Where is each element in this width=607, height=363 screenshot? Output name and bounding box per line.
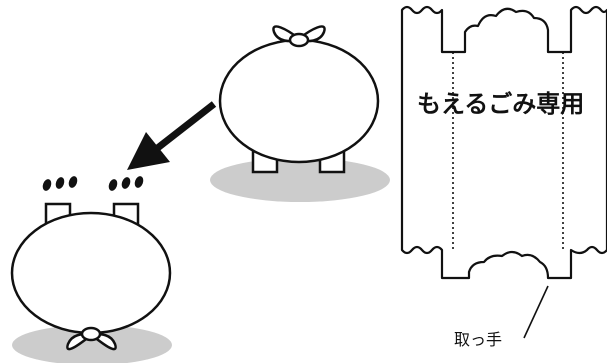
- flipped-bag-knot: [66, 326, 117, 351]
- upright-bag: [210, 25, 390, 202]
- bag-label: もえるごみ専用: [417, 90, 584, 118]
- flat-bag-outline: [400, 5, 607, 280]
- handle-callout-line: [523, 285, 549, 339]
- flat-bag: もえるごみ専用 取っ手: [400, 5, 607, 349]
- flipped-bag: [10, 176, 172, 363]
- handle-label: 取っ手: [454, 330, 502, 349]
- upright-bag-shadow: [210, 158, 390, 202]
- motion-marks-left: [42, 176, 78, 191]
- upright-bag-knot: [272, 25, 326, 48]
- upright-bag-body: [218, 38, 380, 164]
- motion-marks-right: [108, 176, 144, 191]
- flipped-bag-shadow: [12, 325, 172, 363]
- flipped-bag-body: [10, 211, 172, 335]
- arrow: [127, 101, 217, 170]
